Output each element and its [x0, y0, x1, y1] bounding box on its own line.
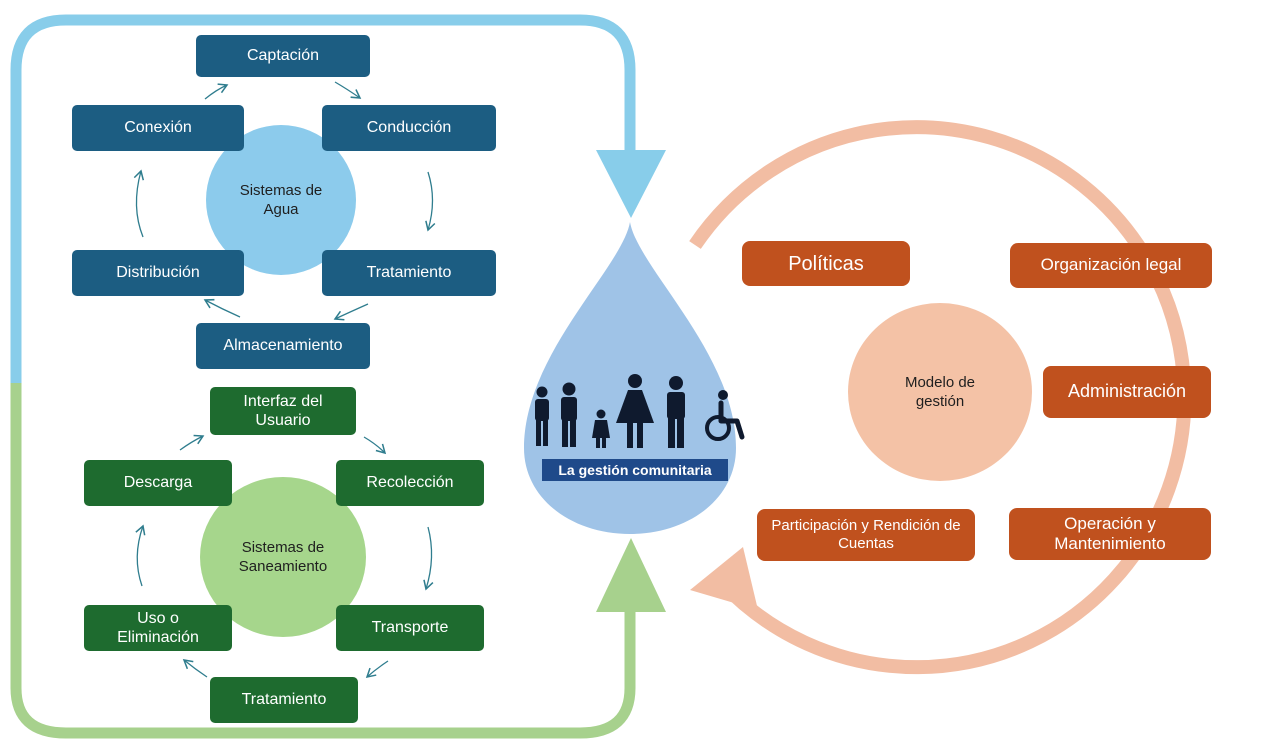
water-loop-arrowhead: [596, 150, 666, 218]
step-distribucion-label: Distribución: [116, 264, 200, 282]
step-descarga: Descarga: [84, 460, 232, 506]
item-organizacion-legal-label: Organización legal: [1040, 255, 1182, 275]
step-uso-eliminacion: Uso o Eliminación: [84, 605, 232, 651]
water-cycle-arrows: [133, 81, 436, 321]
step-tratamiento-agua: Tratamiento: [322, 250, 496, 296]
step-almacenamiento-label: Almacenamiento: [223, 337, 343, 355]
item-operacion-mantenimiento-label: Operación y Mantenimiento: [1054, 513, 1166, 553]
water-systems-label: Sistemas de Agua: [239, 181, 323, 219]
step-captacion-label: Captación: [246, 47, 320, 65]
family-people-icon: [535, 374, 745, 448]
step-transporte: Transporte: [336, 605, 484, 651]
step-tratamiento-saneamiento-label: Tratamiento: [241, 691, 327, 709]
item-organizacion-legal: Organización legal: [1010, 243, 1212, 288]
management-model-label: Modelo de gestión: [904, 373, 976, 411]
step-uso-eliminacion-label: Uso o Eliminación: [117, 609, 199, 646]
management-model-center: Modelo de gestión: [848, 303, 1032, 481]
sanitation-loop-band: [10, 383, 636, 739]
sanitation-systems-label: Sistemas de Saneamiento: [238, 538, 328, 576]
item-participacion-label: Participación y Rendición de Cuentas: [771, 517, 961, 552]
community-label: La gestión comunitaria: [542, 459, 728, 481]
management-loop-arrowhead: [690, 547, 758, 610]
sanitation-cycle-arrows: [135, 434, 434, 679]
step-conduccion-label: Conducción: [366, 119, 452, 137]
item-politicas-label: Políticas: [788, 252, 864, 275]
step-captacion: Captación: [196, 35, 370, 77]
sanitation-loop-arrowhead: [596, 538, 666, 612]
step-interfaz-usuario-label: Interfaz del Usuario: [243, 392, 323, 429]
step-descarga-label: Descarga: [123, 474, 193, 492]
step-transporte-label: Transporte: [371, 619, 449, 637]
item-administracion: Administración: [1043, 366, 1211, 418]
item-administracion-label: Administración: [1067, 381, 1187, 402]
step-tratamiento-agua-label: Tratamiento: [366, 264, 452, 282]
item-participacion: Participación y Rendición de Cuentas: [757, 509, 975, 561]
step-conexion: Conexión: [72, 105, 244, 151]
step-conexion-label: Conexión: [124, 119, 192, 137]
water-loop-band: [10, 14, 636, 385]
step-almacenamiento: Almacenamiento: [196, 323, 370, 369]
step-conduccion: Conducción: [322, 105, 496, 151]
item-operacion-mantenimiento: Operación y Mantenimiento: [1009, 508, 1211, 560]
step-interfaz-usuario: Interfaz del Usuario: [210, 387, 356, 435]
step-tratamiento-saneamiento: Tratamiento: [210, 677, 358, 723]
step-recoleccion: Recolección: [336, 460, 484, 506]
step-recoleccion-label: Recolección: [366, 474, 454, 492]
item-politicas: Políticas: [742, 241, 910, 286]
step-distribucion: Distribución: [72, 250, 244, 296]
